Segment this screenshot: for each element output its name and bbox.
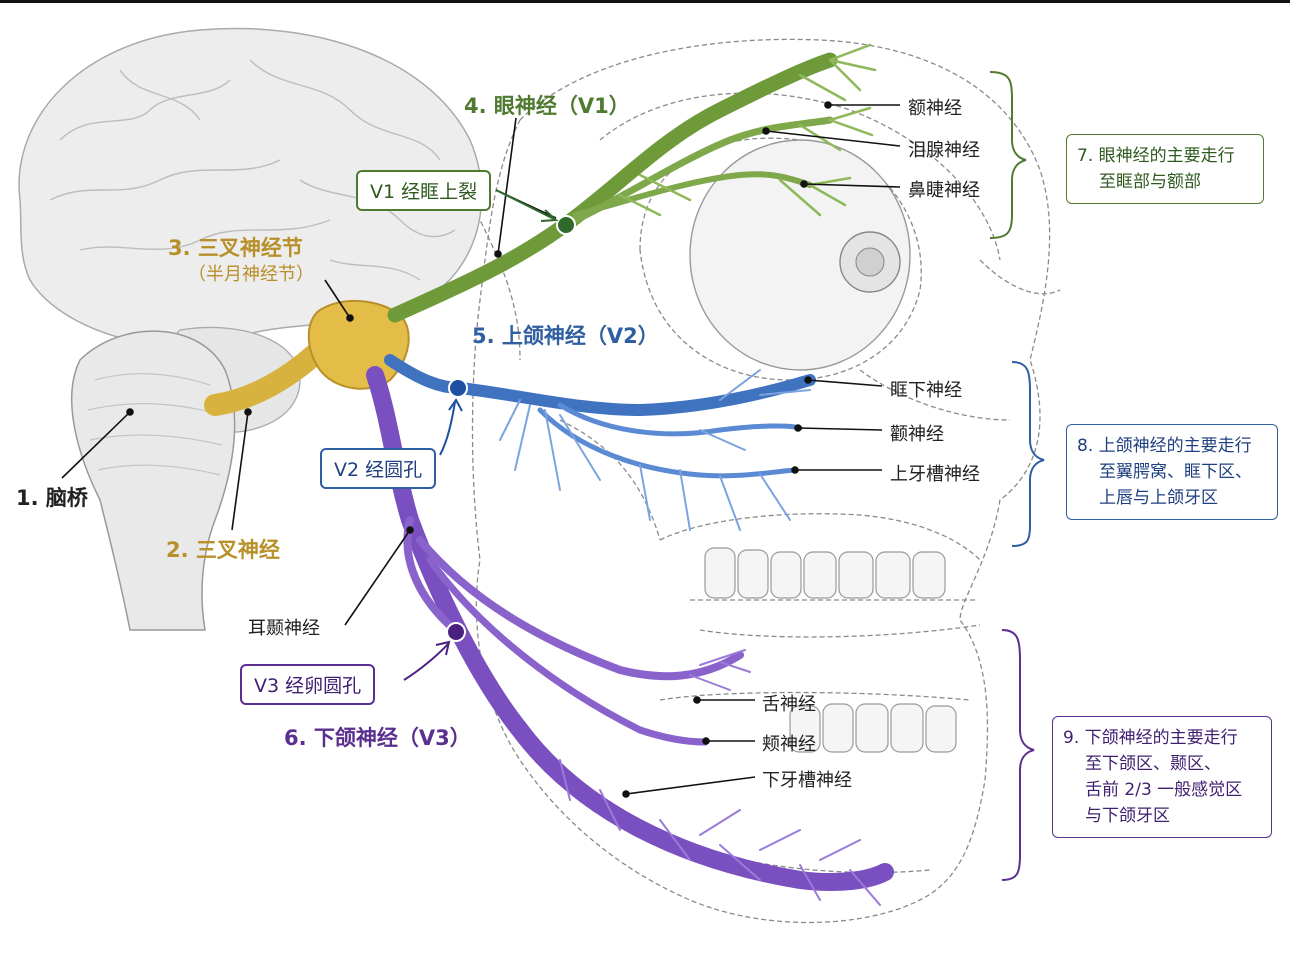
maxillary-nerve (384, 354, 816, 531)
pons-shape (70, 330, 236, 631)
top-border (0, 0, 1290, 3)
v3-branch-buccal: 颊神经 (762, 734, 816, 755)
v3-summary-line: 至下颌区、颞区、 (1085, 754, 1221, 774)
ophthalmic-nerve (387, 43, 877, 323)
v1-summary-line: 至眶部与额部 (1099, 172, 1201, 192)
ophthalmic-label: 4. 眼神经（V1） (464, 94, 630, 118)
braces (989, 71, 1045, 881)
pons-label: 1. 脑桥 (16, 486, 88, 510)
ganglion-sublabel: （半月神经节） (188, 264, 314, 285)
v2-summary-box: 8. 上颌神经的主要走行 至翼腭窝、眶下区、 上唇与上颌牙区 (1066, 424, 1278, 520)
maxillary-label: 5. 上颌神经（V2） (472, 324, 659, 348)
v2-branch-zygomatic: 颧神经 (890, 424, 944, 445)
upper-teeth (704, 547, 946, 599)
v3-branch-inferior-alveolar: 下牙槽神经 (762, 770, 852, 791)
v3-summary-line: 舌前 2/3 一般感觉区 (1085, 780, 1243, 800)
v1-foramen-box: V1 经眶上裂 (356, 170, 492, 211)
v1-foramen-dot (556, 215, 576, 235)
v3-summary-box: 9. 下颌神经的主要走行 至下颌区、颞区、 舌前 2/3 一般感觉区 与下颌牙区 (1052, 716, 1272, 838)
v1-branch-lacrimal: 泪腺神经 (908, 140, 980, 161)
v3-summary-line: 与下颌牙区 (1085, 806, 1170, 826)
ganglion-label: 3. 三叉神经节 (168, 236, 303, 260)
v3-summary-line: 9. 下颌神经的主要走行 (1063, 728, 1238, 748)
trigeminal-ganglion (307, 299, 410, 390)
v1-branch-frontal: 额神经 (908, 98, 962, 119)
v1-summary-line: 7. 眼神经的主要走行 (1077, 146, 1235, 166)
v2-summary-line: 8. 上颌神经的主要走行 (1077, 436, 1252, 456)
v1-summary-box: 7. 眼神经的主要走行 至眶部与额部 (1066, 134, 1264, 204)
v3-branch-lingual: 舌神经 (762, 694, 816, 715)
mandibular-label: 6. 下颌神经（V3） (284, 726, 471, 750)
v3-foramen-dot (446, 622, 466, 642)
trigeminal-nerve-label: 2. 三叉神经 (166, 538, 280, 562)
v2-summary-line: 至翼腭窝、眶下区、 (1099, 462, 1252, 482)
lower-teeth (789, 703, 957, 753)
leader-lines (61, 101, 901, 798)
v2-foramen-dot (448, 378, 468, 398)
v2-branch-infraorbital: 眶下神经 (890, 380, 962, 401)
eyeball (689, 139, 911, 371)
v2-summary-line: 上唇与上颌牙区 (1099, 488, 1218, 508)
auriculotemporal-label: 耳颞神经 (248, 618, 320, 639)
v2-foramen-box: V2 经圆孔 (320, 448, 437, 489)
v2-branch-superior-alveolar: 上牙槽神经 (890, 464, 980, 485)
v3-foramen-box: V3 经卵圆孔 (240, 664, 376, 705)
v1-branch-nasociliary: 鼻睫神经 (908, 180, 980, 201)
foramen-arrows (403, 189, 559, 681)
